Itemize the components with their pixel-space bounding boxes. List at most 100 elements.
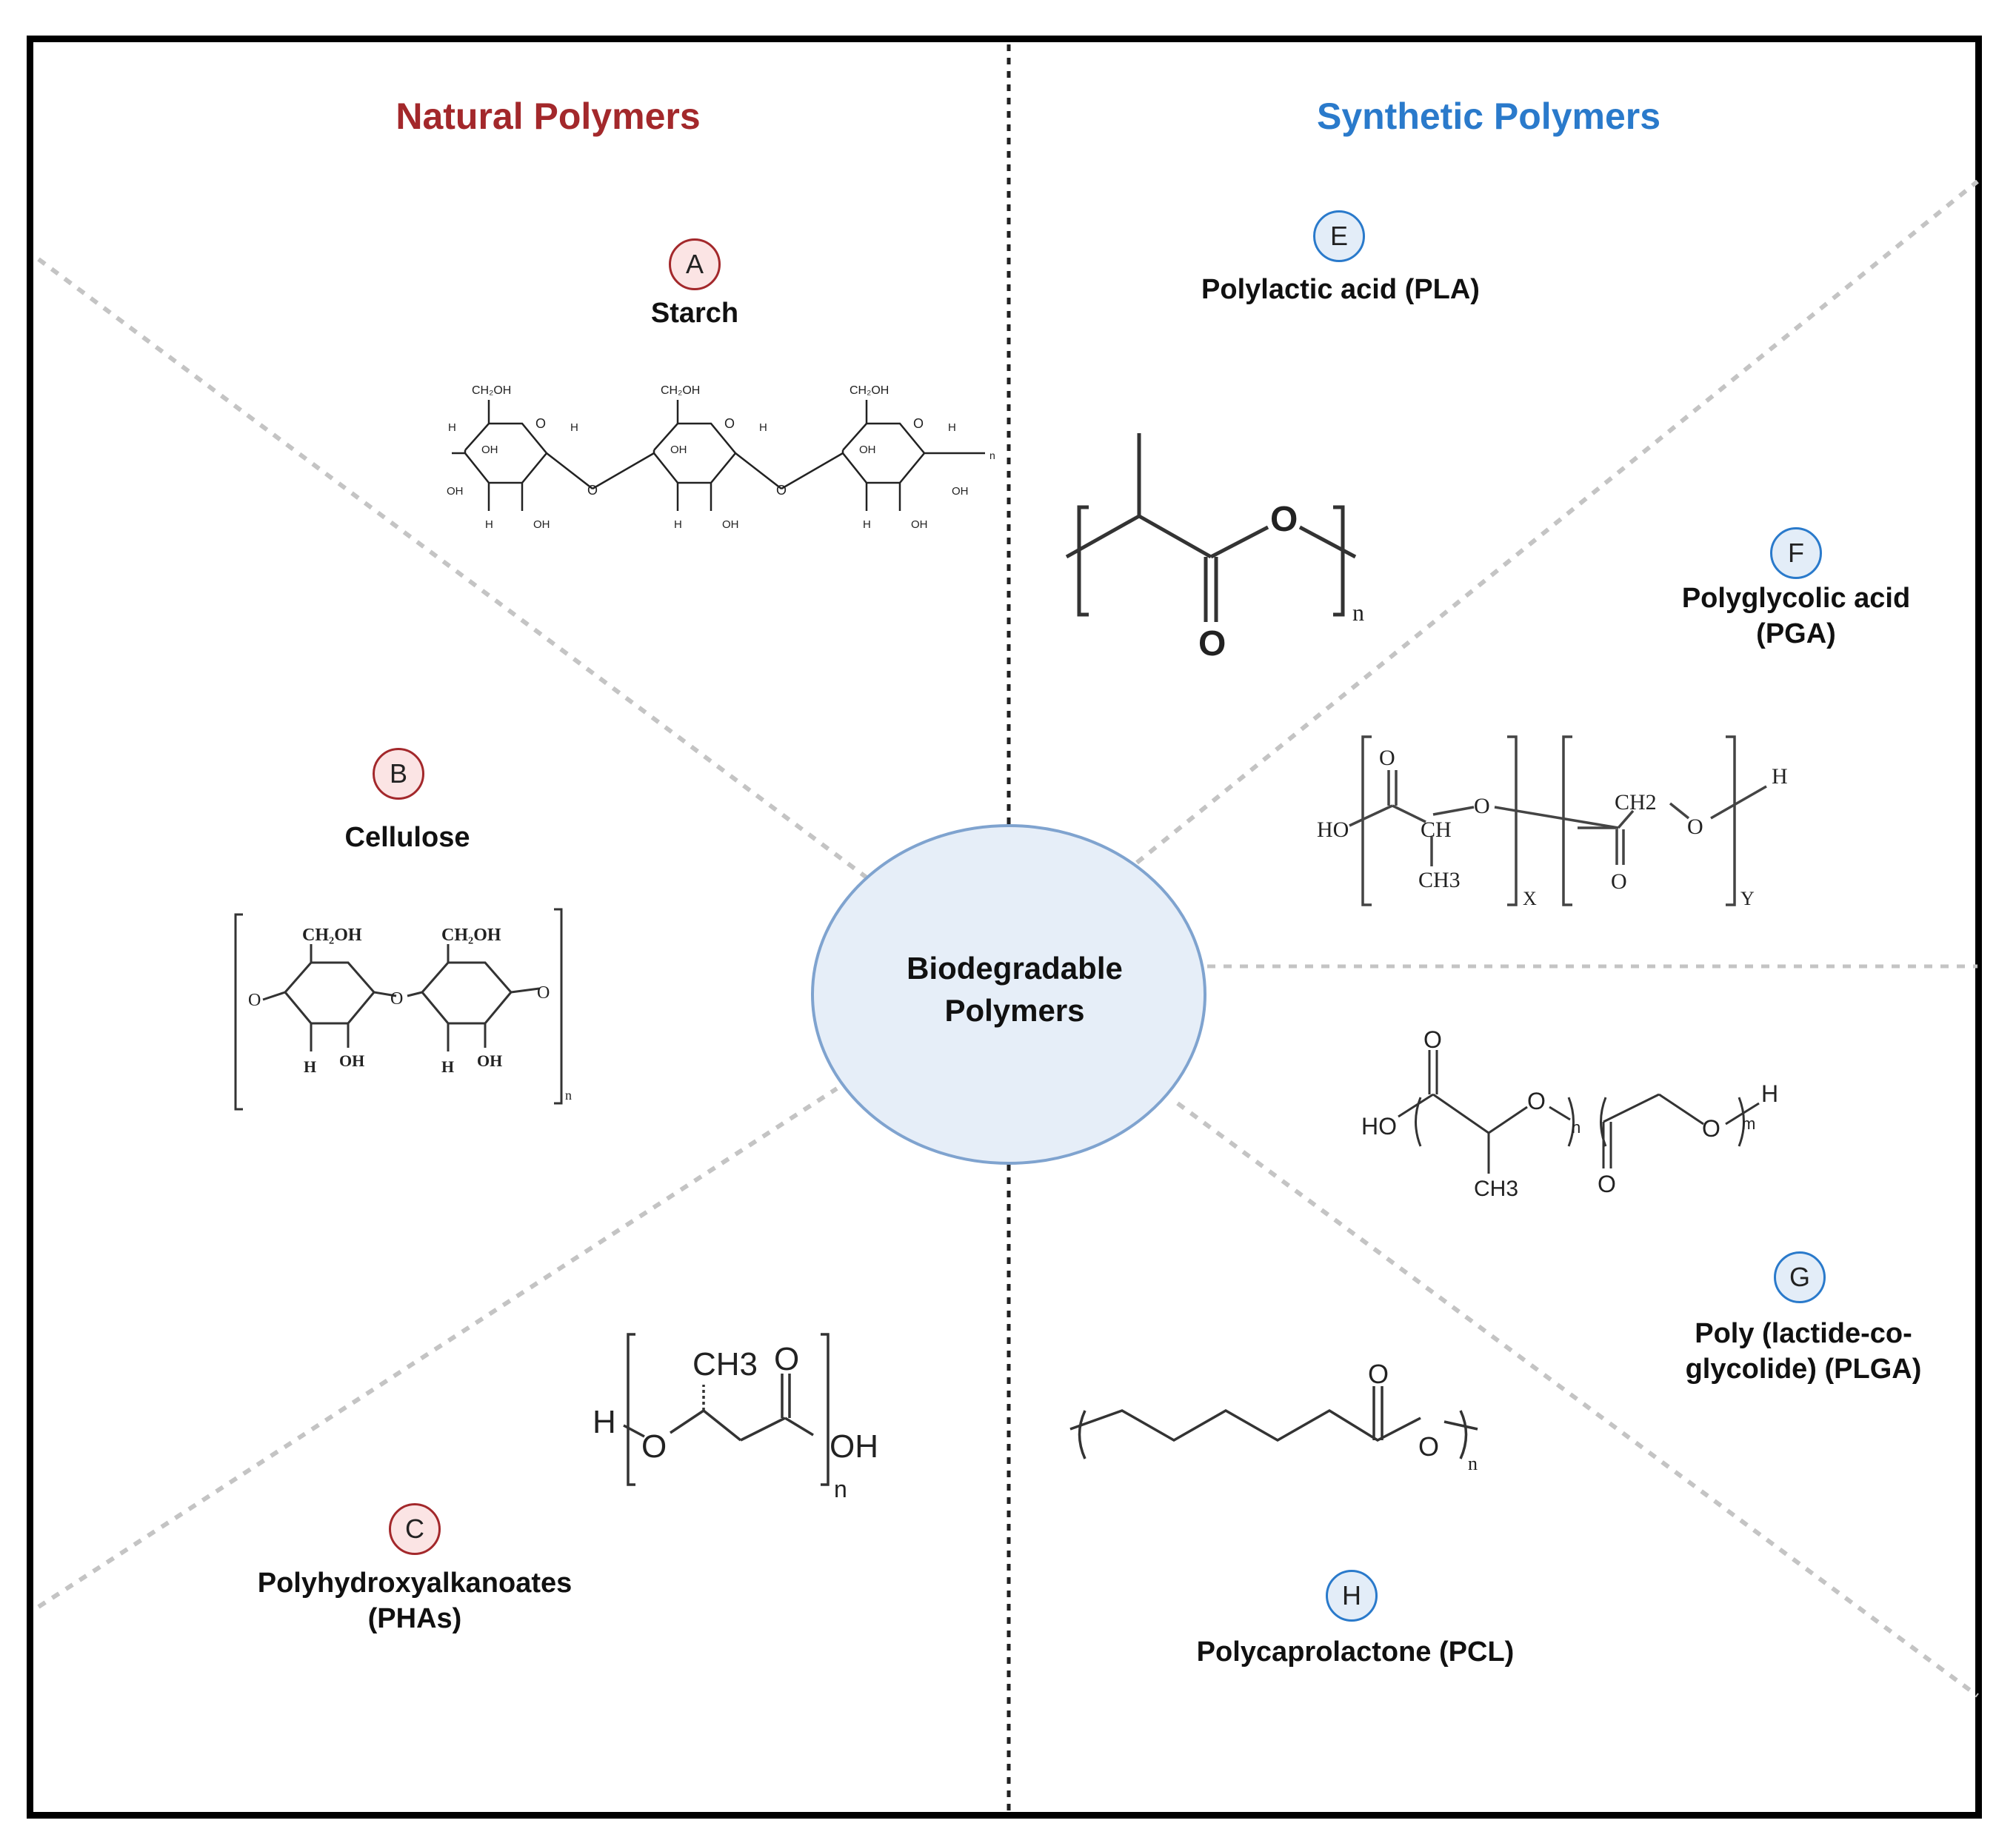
starch-oh-8: OH	[911, 518, 928, 531]
starch-h-4: H	[948, 421, 956, 434]
pga-structure	[1349, 735, 1767, 906]
starch-ring-o-1: O	[535, 416, 546, 431]
pga-label-line2: (PGA)	[1756, 618, 1836, 649]
badge-f: F	[1770, 527, 1822, 579]
plga-labels: HO O O CH3 n O O m H	[1361, 1026, 1778, 1201]
starch-oh-3: OH	[859, 444, 876, 456]
starch-labels: CH₂OH CH₂OH CH₂OH O O O O O H H H H OH O…	[447, 384, 995, 531]
plga-m: m	[1742, 1114, 1755, 1133]
cellulose-h-1: H	[304, 1057, 316, 1076]
starch-oh-2: OH	[670, 444, 687, 456]
pha-label: Polyhydroxyalkanoates (PHAs)	[222, 1566, 607, 1636]
starch-ring-o-3: O	[913, 416, 924, 431]
starch-label: Starch	[650, 298, 739, 329]
pha-n: n	[834, 1476, 847, 1502]
pga-h: H	[1772, 764, 1788, 789]
central-hub-line2: Polymers	[944, 992, 1085, 1028]
plga-label-line1: Poly (lactide-co-	[1695, 1318, 1912, 1349]
cellulose-structure	[234, 908, 563, 1111]
pcl-ester-o: O	[1418, 1431, 1439, 1462]
pga-y: Y	[1740, 888, 1755, 909]
pla-label: Polylactic acid (PLA)	[1201, 274, 1480, 305]
pga-labels: HO O CH CH3 O CH2 O O H X Y	[1317, 746, 1788, 909]
starch-oh-6: OH	[533, 518, 550, 531]
starch-h-1: H	[448, 421, 456, 434]
pcl-structure	[1069, 1386, 1478, 1459]
pha-label-line1: Polyhydroxyalkanoates	[257, 1568, 573, 1599]
pga-ester-o-1: O	[1474, 794, 1490, 818]
pla-n: n	[1352, 599, 1364, 626]
starch-ring-o-2: O	[724, 416, 735, 431]
pla-carbonyl-o: O	[1198, 624, 1226, 663]
badge-e: E	[1313, 210, 1365, 262]
pga-label-line1: Polyglycolic acid	[1681, 583, 1911, 614]
plga-carbonyl-o-2: O	[1598, 1171, 1616, 1197]
cellulose-h-2: H	[441, 1057, 454, 1076]
central-hub-line1: Biodegradable	[907, 951, 1123, 986]
cellulose-oh-2: OH	[477, 1051, 502, 1070]
starch-ch2oh-3: CH₂OH	[850, 384, 889, 397]
badge-b: B	[373, 748, 424, 800]
starch-link-o-2: O	[776, 483, 787, 498]
starch-n: n	[989, 449, 995, 461]
pla-labels: O O n	[1198, 500, 1364, 663]
natural-polymers-heading: Natural Polymers	[395, 96, 701, 137]
pla-structure	[1065, 433, 1357, 622]
pha-carbonyl-o: O	[774, 1341, 799, 1377]
starch-link-o-1: O	[587, 483, 598, 498]
cellulose-label: Cellulose	[344, 822, 470, 853]
starch-oh-1: OH	[481, 444, 498, 456]
badge-g: G	[1774, 1251, 1826, 1303]
badge-h: H	[1326, 1570, 1378, 1622]
plga-label-line2: glycolide) (PLGA)	[1685, 1353, 1922, 1385]
divider-lower-left	[37, 1086, 838, 1609]
starch-oh-4: OH	[447, 485, 464, 498]
central-hub-ellipse	[811, 824, 1206, 1165]
cellulose-ch2oh-1: CH₂OH	[302, 926, 362, 945]
badge-c: C	[389, 1503, 441, 1555]
pga-ch2: CH2	[1615, 790, 1657, 815]
pga-carbonyl-o-2: O	[1611, 869, 1627, 894]
plga-ester-o-1: O	[1527, 1088, 1546, 1114]
pga-ester-o-2: O	[1687, 815, 1703, 839]
starch-oh-7: OH	[722, 518, 739, 531]
pha-h: H	[593, 1404, 616, 1440]
starch-h-3: H	[759, 421, 767, 434]
plga-carbonyl-o-1: O	[1423, 1026, 1442, 1053]
pha-ch3: CH3	[692, 1346, 758, 1382]
plga-structure	[1398, 1050, 1760, 1174]
starch-oh-5: OH	[952, 485, 969, 498]
pcl-carbonyl-o: O	[1368, 1359, 1389, 1389]
pga-label: Polyglycolic acid (PGA)	[1659, 581, 1933, 652]
cellulose-n: n	[565, 1088, 572, 1103]
divider-upper-right	[1135, 179, 1979, 865]
pcl-labels: O O n	[1368, 1359, 1478, 1474]
cellulose-o-right: O	[537, 983, 550, 1003]
plga-ho: HO	[1361, 1113, 1397, 1140]
pcl-label: Polycaprolactone (PCL)	[1196, 1636, 1515, 1668]
pga-ch: CH	[1421, 817, 1452, 842]
plga-ch3: CH3	[1474, 1177, 1518, 1201]
pga-x: X	[1523, 888, 1537, 909]
starch-ch2oh-1: CH₂OH	[472, 384, 511, 397]
central-hub-label: Biodegradable Polymers	[867, 948, 1163, 1031]
pga-ho: HO	[1317, 817, 1349, 842]
badge-a: A	[669, 238, 721, 290]
plga-ester-o-2: O	[1702, 1115, 1720, 1142]
pga-carbonyl-o-1: O	[1379, 746, 1395, 770]
plga-n: n	[1572, 1118, 1581, 1137]
divider-lower-right	[1176, 1101, 1979, 1698]
divider-upper-left	[37, 257, 868, 880]
cellulose-o-left: O	[248, 991, 261, 1010]
pha-label-line2: (PHAs)	[367, 1602, 462, 1634]
starch-ch2oh-2: CH₂OH	[661, 384, 700, 397]
starch-h-2: H	[570, 421, 578, 434]
pha-oh: OH	[830, 1428, 878, 1465]
plga-label: Poly (lactide-co- glycolide) (PLGA)	[1666, 1317, 1940, 1387]
pla-ester-o: O	[1270, 500, 1298, 539]
cellulose-ch2oh-2: CH₂OH	[441, 926, 501, 945]
starch-h-6: H	[674, 518, 682, 531]
starch-h-7: H	[863, 518, 871, 531]
cellulose-o-link: O	[390, 989, 403, 1009]
